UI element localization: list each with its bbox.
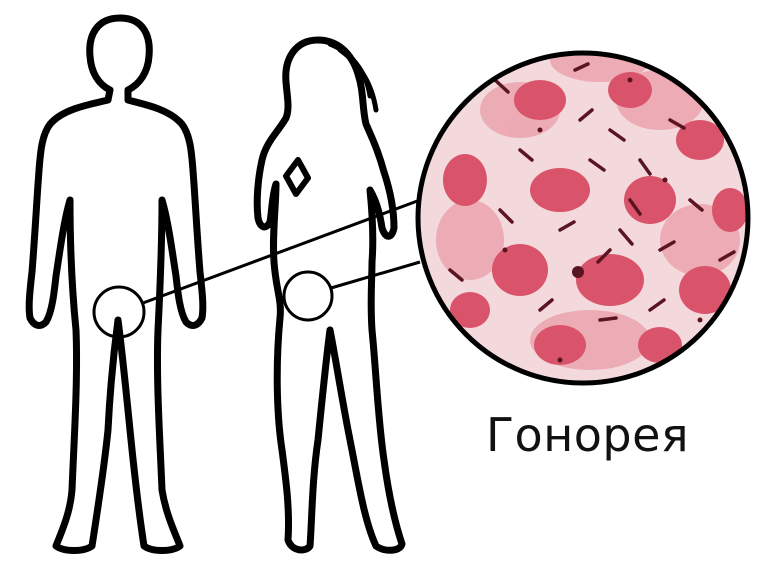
- callout-rings: [94, 272, 332, 337]
- female-connector-line: [331, 262, 420, 288]
- connector-lines: [143, 200, 420, 303]
- female-callout-ring: [284, 272, 332, 320]
- male-silhouette-icon: [29, 18, 203, 551]
- microscope-zoom-icon: [418, 38, 748, 383]
- male-connector-line: [143, 200, 420, 303]
- disease-label: Гонорея: [486, 412, 689, 458]
- female-silhouette-icon: [257, 40, 402, 550]
